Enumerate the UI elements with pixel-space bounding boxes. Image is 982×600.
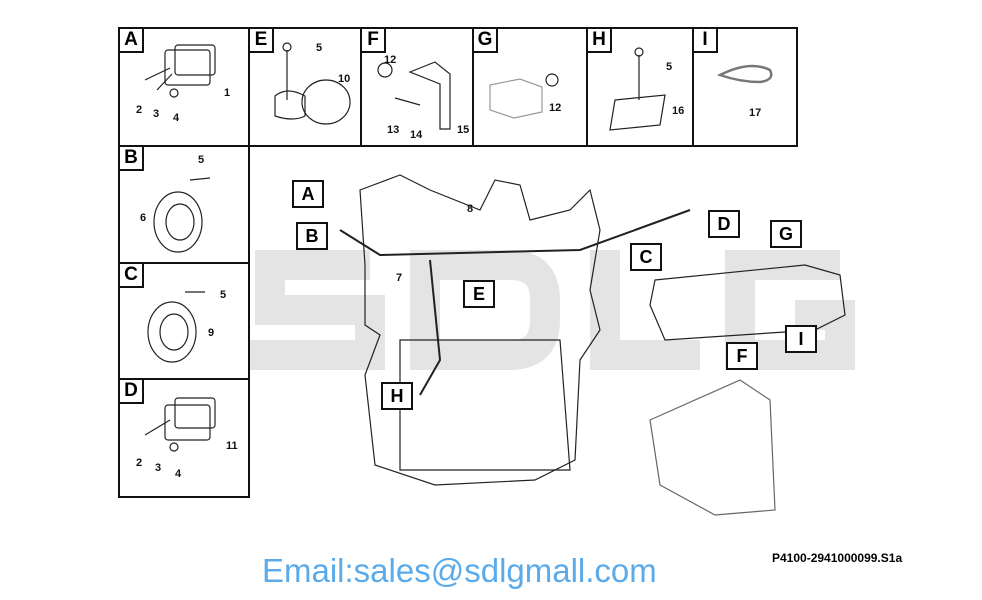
panel-tag: D: [120, 380, 144, 404]
watermark-letter-s: [250, 250, 385, 370]
email-watermark: Email:sales@sdlgmall.com: [262, 552, 657, 589]
part-number: 5: [198, 154, 205, 166]
part-number: 4: [173, 112, 180, 124]
panel-tag: H: [588, 29, 612, 53]
panel-h: H 5 16: [586, 27, 694, 147]
part-number: 5: [220, 289, 227, 301]
part-number: 13: [387, 124, 400, 136]
part-number: 4: [175, 468, 182, 480]
part-number: 3: [153, 108, 160, 120]
panel-tag: G: [474, 29, 498, 53]
relay-drawing: [164, 49, 211, 86]
panel-a: A 1 2 3 4: [118, 27, 250, 147]
callout-g: G: [770, 220, 802, 248]
panel-c: C 5 9: [118, 262, 250, 380]
part-number: 5: [666, 61, 673, 73]
part-number: 8: [467, 203, 474, 215]
panel-e: E 5 10: [248, 27, 362, 147]
panel-tag: C: [120, 264, 144, 288]
callout-i: I: [785, 325, 817, 353]
callout-h: H: [381, 382, 413, 410]
part-number: 11: [226, 440, 238, 452]
panel-d: D 11 2 3 4: [118, 378, 250, 498]
panel-b: B 5 6: [118, 145, 250, 264]
cable-tie-drawing: [716, 64, 773, 84]
part-number: 9: [208, 327, 215, 339]
panel-g: G 12: [472, 27, 588, 147]
callout-d: D: [708, 210, 740, 238]
part-number: 12: [549, 102, 562, 114]
part-number: 17: [749, 107, 762, 119]
watermark-letter-d: [410, 250, 560, 370]
part-number: 2: [136, 104, 143, 116]
part-number: 3: [155, 462, 162, 474]
callout-f: F: [726, 342, 758, 370]
panel-tag: I: [694, 29, 718, 53]
callout-c: C: [630, 243, 662, 271]
panel-tag: A: [120, 29, 144, 53]
drawing-code: P4100-2941000099.S1a: [772, 551, 903, 565]
watermark-letter-l: [590, 250, 700, 370]
part-number: 10: [338, 73, 351, 85]
watermark-letter-g: [725, 250, 855, 370]
horn-drawing: [153, 191, 203, 253]
panel-tag: F: [362, 29, 386, 53]
bracket-drawing: [408, 61, 451, 130]
part-number: 12: [384, 54, 397, 66]
clamp-drawing: [301, 79, 351, 125]
part-number: 16: [672, 105, 685, 117]
panel-tag: B: [120, 147, 144, 171]
part-number: 2: [136, 457, 143, 469]
part-number: 14: [410, 129, 423, 141]
beam-drawing: [649, 264, 846, 341]
panel-f: F 12 13 14 15: [360, 27, 474, 147]
callout-b: B: [296, 222, 328, 250]
panel-tag: E: [250, 29, 274, 53]
callout-e: E: [463, 280, 495, 308]
frame-drawing: [359, 174, 601, 486]
part-number: 7: [396, 272, 403, 284]
part-number: 5: [316, 42, 323, 54]
part-number: 15: [457, 124, 470, 136]
panel-i: I 17: [692, 27, 798, 147]
part-number: 6: [140, 212, 147, 224]
part-number: 1: [224, 87, 231, 99]
callout-a: A: [292, 180, 324, 208]
